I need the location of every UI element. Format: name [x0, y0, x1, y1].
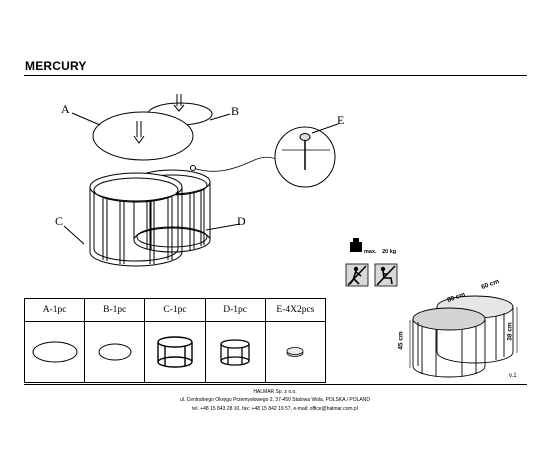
large-frame-icon	[157, 336, 193, 368]
dimension-small-height: 38 cm	[506, 322, 514, 341]
footer-rule	[24, 384, 527, 385]
part-cell	[144, 321, 206, 383]
parts-list-table: A-1pc B-1pc C-1pc D-1pc E-4X2pcs	[23, 298, 327, 383]
footer-company: HALMAR Sp. z o.o.	[253, 389, 297, 395]
part-cell	[264, 321, 327, 383]
max-load-value: 20	[382, 249, 389, 255]
part-cell	[204, 321, 266, 383]
version-label: v.1	[509, 373, 517, 379]
part-cell	[23, 321, 86, 383]
max-load-prefix: max.	[364, 249, 377, 255]
part-label: B-1pc	[84, 298, 146, 322]
callout-a: A	[61, 102, 70, 116]
arrow-down-icon-a	[133, 121, 145, 144]
parts-icon-row	[23, 321, 327, 383]
part-label: A-1pc	[23, 298, 86, 322]
large-tabletop-icon	[32, 341, 78, 363]
small-tabletop-icon	[98, 343, 132, 361]
callout-e: E	[337, 113, 345, 127]
part-cell	[84, 321, 146, 383]
no-sitting-icon	[374, 263, 398, 287]
small-frame-icon	[220, 339, 250, 366]
footer-address: ul. Centralnego Okręgu Przemysłowego 2, …	[179, 397, 370, 404]
footer: HALMAR Sp. z o.o. ul. Centralnego Okręgu…	[0, 388, 550, 413]
no-standing-icon	[345, 263, 369, 287]
parts-header-row: A-1pc B-1pc C-1pc D-1pc E-4X2pcs	[23, 298, 327, 322]
callout-c: C	[55, 214, 64, 228]
max-load: max. 20 kg	[364, 249, 396, 255]
callout-d: D	[237, 214, 246, 228]
frame-c	[89, 172, 183, 267]
part-label: D-1pc	[204, 298, 266, 322]
felt-pad-icon	[286, 347, 304, 357]
part-label: C-1pc	[144, 298, 206, 322]
dimension-large-height: 45 cm	[397, 331, 405, 350]
product-title: MERCURY	[25, 59, 87, 73]
max-load-unit: kg	[389, 249, 397, 255]
weight-icon	[350, 238, 362, 252]
header-rule	[24, 75, 527, 76]
part-label: E-4X2pcs	[264, 298, 327, 322]
arrow-down-icon-b	[173, 94, 185, 112]
callout-b: B	[231, 104, 240, 118]
tabletop-a	[92, 111, 194, 161]
detail-magnifier	[274, 123, 339, 188]
footer-contact: tel. +48 15 843 28 10, fax: +48 15 842 1…	[192, 405, 358, 412]
